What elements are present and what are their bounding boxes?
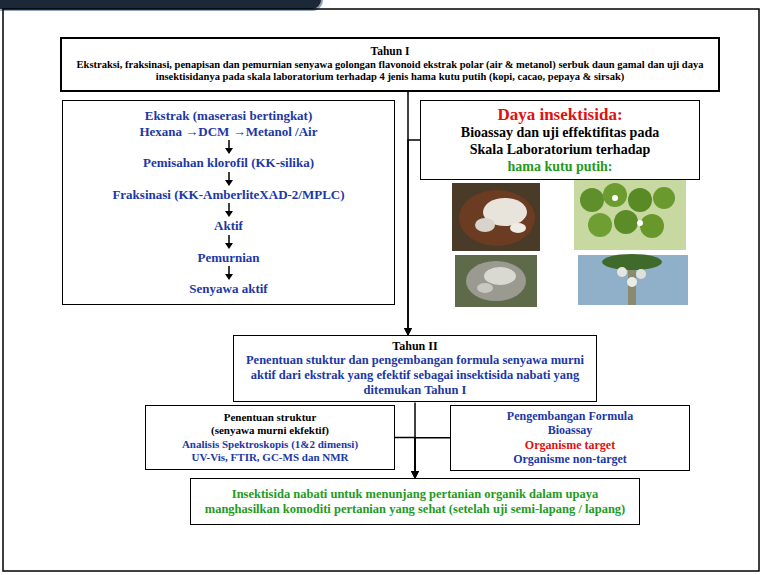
box-heading: Penentuan struktur bbox=[224, 411, 317, 424]
box-heading: Pengembangan Formula bbox=[507, 409, 633, 423]
photo-fruit-cluster bbox=[574, 178, 686, 250]
photo-papaya-tree bbox=[578, 254, 688, 305]
process-box: Daya insektisida:Bioassay dan uji effekt… bbox=[420, 100, 700, 180]
process-box: Ekstrak (maserasi bertingkat)Hexana →DCM… bbox=[62, 100, 395, 305]
step-text: Pemurnian bbox=[197, 250, 259, 266]
step-text: Aktif bbox=[214, 218, 243, 234]
year-description: Penentuan stuktur dan pengembangan formu… bbox=[242, 353, 588, 398]
box-body: Skala Laboratorium terhadap bbox=[470, 142, 650, 159]
year-description: Ekstraksi, fraksinasi, penapisan dan pem… bbox=[72, 59, 708, 84]
step-text: Ekstrak (maserasi bertingkat) bbox=[145, 108, 313, 124]
year-heading: Tahun I bbox=[371, 45, 410, 59]
flow-connector bbox=[395, 438, 415, 479]
flow-arrow bbox=[223, 171, 235, 187]
photo-soursop bbox=[455, 255, 537, 307]
box-subheading: hama kutu putih: bbox=[507, 159, 612, 176]
step-text: Pemisahan klorofil (KK-silika) bbox=[143, 155, 314, 171]
box-body: Organisme non-target bbox=[513, 452, 627, 466]
process-box: Pengembangan FormulaBioassayOrganisme ta… bbox=[450, 405, 690, 471]
box-heading: (senyawa murni ekfektif) bbox=[211, 424, 329, 437]
flow-connector bbox=[415, 438, 450, 478]
box-body: Analisis Spektroskopis (1&2 dimensi) bbox=[182, 438, 358, 451]
flow-arrow bbox=[223, 202, 235, 218]
process-box: Tahun IIPenentuan stuktur dan pengembang… bbox=[233, 335, 597, 402]
flow-arrow bbox=[223, 234, 235, 250]
box-heading: Daya insektisida: bbox=[497, 105, 622, 125]
outer-frame bbox=[3, 9, 759, 571]
flow-connector bbox=[408, 140, 420, 335]
box-body: UV-Vis, FTIR, GC-MS dan NMR bbox=[191, 451, 348, 464]
photo-cacao-pod bbox=[452, 183, 540, 251]
result-text: Insektisida nabati untuk menunjang perta… bbox=[199, 487, 631, 517]
step-text: Fraksinasi (KK-AmberliteXAD-2/MPLC) bbox=[112, 187, 344, 203]
box-body: Bioassay dan uji effektifitas pada bbox=[461, 125, 659, 142]
flow-arrow bbox=[223, 265, 235, 281]
process-box: Insektisida nabati untuk menunjang perta… bbox=[190, 478, 640, 525]
year-heading: Tahun II bbox=[392, 339, 437, 353]
flow-arrow bbox=[223, 139, 235, 155]
box-body: Organisme target bbox=[525, 438, 615, 452]
box-body: Bioassay bbox=[548, 423, 593, 437]
step-text: Senyawa aktif bbox=[189, 281, 267, 297]
step-text: Hexana →DCM →Metanol /Air bbox=[139, 124, 317, 140]
process-box: Tahun IEkstraksi, fraksinasi, penapisan … bbox=[60, 37, 720, 92]
process-box: Penentuan struktur(senyawa murni ekfekti… bbox=[145, 405, 395, 470]
